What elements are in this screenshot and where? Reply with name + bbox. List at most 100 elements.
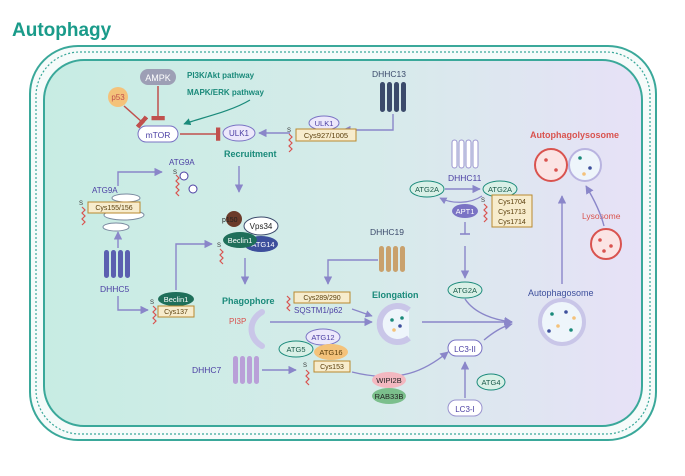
dhhc5-label: DHHC5 [100, 284, 130, 294]
elongation-label: Elongation [372, 290, 419, 300]
svg-text:ULK1: ULK1 [229, 129, 250, 138]
autophagosome-icon [538, 298, 586, 346]
apt1-depalm-arrow [439, 195, 483, 205]
palm-chain-atg16: S [303, 363, 310, 386]
svg-text:ATG2A: ATG2A [415, 185, 439, 194]
ampk-node: AMPK [140, 69, 176, 85]
cell-membrane [29, 45, 657, 441]
svg-text:S: S [217, 243, 221, 249]
svg-text:S: S [79, 201, 83, 207]
lc3ii-node: LC3-II [447, 339, 483, 357]
diagram-title: Autophagy [12, 20, 112, 41]
dhhc19-transmembrane-icon [379, 246, 405, 272]
svg-text:S: S [287, 128, 291, 134]
ulk1-central-node: ULK1 [222, 124, 256, 142]
svg-text:S: S [303, 363, 307, 369]
svg-text:Cys289/290: Cys289/290 [303, 295, 340, 302]
recruitment-label: Recruitment [224, 149, 277, 159]
cys-atg9a-box: Cys155/156 [87, 201, 141, 214]
svg-text:S: S [150, 300, 154, 306]
svg-text:ATG12: ATG12 [311, 333, 334, 342]
palm-chain-atg2a: S [481, 198, 488, 223]
p53-node: p53 [108, 87, 128, 107]
dhhc13-label: DHHC13 [372, 69, 406, 79]
atg16-to-lc3-arrow [351, 351, 449, 378]
pi3k-label: PI3K/Akt pathway [187, 71, 255, 80]
lysosome-icon [590, 228, 622, 260]
pathway-to-mtor-arrow [183, 99, 251, 126]
svg-text:LC3-II: LC3-II [454, 345, 476, 354]
svg-text:Cys155/156: Cys155/156 [95, 205, 132, 212]
svg-text:ATG5: ATG5 [286, 345, 305, 354]
svg-text:S: S [173, 170, 177, 176]
sqstm1-label: SQSTM1/p62 [294, 306, 343, 315]
svg-text:ATG4: ATG4 [481, 378, 500, 387]
dhhc13-arrow [342, 114, 394, 135]
svg-text:ATG2A: ATG2A [453, 286, 477, 295]
dhhc13-transmembrane-icon [380, 82, 406, 112]
lc3ii-to-autophagosome-arrow [483, 321, 513, 341]
beclin1-low-node: Beclin1 [158, 292, 194, 306]
autophagosome-label: Autophagosome [528, 288, 594, 298]
svg-text:S: S [481, 198, 485, 204]
autophagolysosome-label: Autophagolysosome [530, 130, 619, 140]
atg2a-mid-node: ATG2A [447, 281, 483, 299]
svg-text:Cys153: Cys153 [320, 364, 344, 371]
atg4-node: ATG4 [476, 373, 506, 391]
lysosome-fusion-arrow [585, 185, 605, 227]
svg-text:WIPI2B: WIPI2B [376, 376, 401, 385]
svg-text:Beclin1: Beclin1 [164, 295, 189, 304]
cys137-box: Cys137 [157, 305, 195, 318]
dhhc5-to-beclin-arrow [117, 296, 149, 315]
dhhc11-transmembrane-icon [451, 139, 479, 169]
svg-text:Cys927/1005: Cys927/1005 [304, 131, 348, 140]
dhhc7-transmembrane-icon [233, 356, 259, 384]
cys-atg2a-box: Cys1704 Cys1713 Cys1714 [491, 194, 533, 228]
svg-text:RAB33B: RAB33B [375, 392, 404, 401]
svg-text:Vps34: Vps34 [250, 222, 273, 231]
svg-text:p53: p53 [111, 93, 125, 102]
svg-text:Cys1713: Cys1713 [498, 209, 526, 216]
svg-text:LC3-I: LC3-I [455, 405, 475, 414]
p53-inhibit-mtor [123, 105, 149, 129]
svg-text:mTOR: mTOR [146, 130, 171, 140]
palm-chain-ulk1: S [287, 128, 293, 153]
dhhc5-transmembrane-icon [104, 250, 130, 278]
palm-chain-complex: S [217, 243, 224, 265]
svg-text:APT1: APT1 [456, 207, 475, 216]
atg2a-left-node: ATG2A [409, 180, 445, 198]
dhhc7-label: DHHC7 [192, 365, 222, 375]
beclin-up-arrow [175, 239, 213, 290]
svg-text:ATG2A: ATG2A [488, 185, 512, 194]
mapk-label: MAPK/ERK pathway [187, 88, 264, 97]
apt1-node: APT1 [452, 204, 478, 218]
atg9a-top-label: ATG9A [169, 158, 195, 167]
atg9a-left-label: ATG9A [92, 186, 118, 195]
atg9a-top-vesicle-icon: S [173, 170, 198, 197]
palm-chain-p62 [286, 295, 291, 312]
pi3p-label: PI3P [229, 317, 246, 326]
pi3k-complex: Vps34 p150 ATG14 Beclin1 [222, 211, 279, 252]
dhhc19-label: DHHC19 [370, 227, 404, 237]
palm-chain-beclin1: S [150, 300, 157, 325]
cys-p62-box: Cys289/290 [293, 291, 351, 304]
dhhc11-label: DHHC11 [448, 173, 482, 183]
svg-text:Beclin1: Beclin1 [228, 236, 253, 245]
svg-text:ULK1: ULK1 [315, 119, 334, 128]
svg-text:ATG14: ATG14 [251, 240, 274, 249]
svg-text:ATG16: ATG16 [319, 348, 342, 357]
phagophore-icon [248, 309, 265, 349]
atg12-5-16-complex: ATG12 ATG5 ATG16 [278, 328, 348, 360]
palm-chain-atg9a: S [79, 201, 86, 226]
svg-text:p150: p150 [222, 217, 238, 224]
cys153-box: Cys153 [313, 360, 351, 373]
rab33b-node: RAB33B [372, 388, 406, 404]
autophagolysosome-icon [534, 148, 602, 182]
svg-text:AMPK: AMPK [145, 73, 171, 83]
mtor-node: mTOR [137, 125, 179, 143]
elongation-vesicle-icon [376, 303, 411, 345]
cys-ulk1-box: Cys927/1005 [295, 128, 357, 142]
svg-text:Cys1714: Cys1714 [498, 219, 526, 226]
